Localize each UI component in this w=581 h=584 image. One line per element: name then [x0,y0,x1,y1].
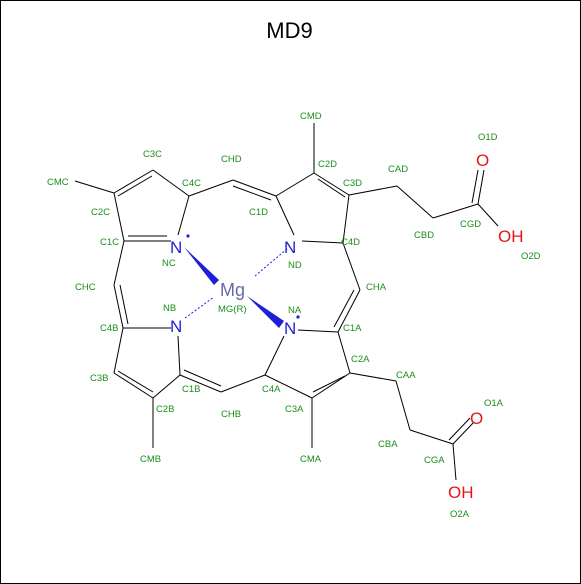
atom-label: ND [288,260,302,271]
atom-label: C2C [91,207,110,218]
atom-label: NB [163,303,176,314]
atom-label: CHB [221,409,241,420]
wedge-bond-na [247,296,284,328]
atom-label: CMB [140,454,161,465]
nitrogen-nd-symbol: N [284,238,296,257]
diagram-title: MD9 [266,18,313,43]
atom-label: O2D [521,251,541,262]
wedge-bond-nc [184,247,219,285]
atom-label: CGA [424,455,445,466]
atom-label: CAD [388,164,408,175]
hydroxyl-o2d-symbol: OH [498,227,524,246]
atom-label: CMC [47,177,69,188]
atom-label: C3D [343,178,362,189]
atom-label: MG(R) [218,304,247,315]
atom-label: C4A [262,384,281,395]
element-symbols: N N N N Mg O OH O OH [170,151,524,502]
nitrogen-nc-symbol: N [170,238,182,257]
nitrogen-na-symbol: N [284,319,296,338]
atom-label: C3B [90,373,108,384]
atom-label: C3C [143,149,162,160]
radical-dot-icon [296,315,300,319]
atom-labels: CMD O1D C3C CHD C2D CAD CMC C4C C3D C2C … [47,111,541,520]
atom-label: C2B [156,404,174,415]
hydroxyl-o2a-symbol: OH [448,483,474,502]
atom-label: C1D [249,207,268,218]
radical-dot-icon [186,234,190,238]
atom-label: C2D [318,159,337,170]
atom-label: CHD [221,154,242,165]
atom-label: O1D [478,132,498,143]
atom-label: C1B [182,384,200,395]
atom-label: C2A [351,354,370,365]
atom-label: C4C [182,178,201,189]
atom-label: C3A [285,404,304,415]
atom-label: C1A [343,323,362,334]
atom-label: NA [288,305,302,316]
atom-label: CHA [366,282,387,293]
atom-label: CMD [300,111,322,122]
atom-label: CGD [460,219,481,230]
atom-label: O2A [450,509,470,520]
atom-label: C4B [100,323,118,334]
oxygen-o1a-symbol: O [470,409,483,428]
atom-label: CMA [300,454,322,465]
bonds [74,123,499,481]
atom-label: NC [162,258,176,269]
atom-label: O1A [484,398,504,409]
atom-label: CBA [378,439,398,450]
atom-label: CHC [75,282,96,293]
magnesium-symbol: Mg [220,280,245,300]
atom-label: CAA [396,370,416,381]
oxygen-o1d-symbol: O [476,151,489,170]
atom-label: CBD [414,230,434,241]
atom-label: C4D [341,237,360,248]
nitrogen-nb-symbol: N [170,317,182,336]
atom-label: C1C [100,237,119,248]
